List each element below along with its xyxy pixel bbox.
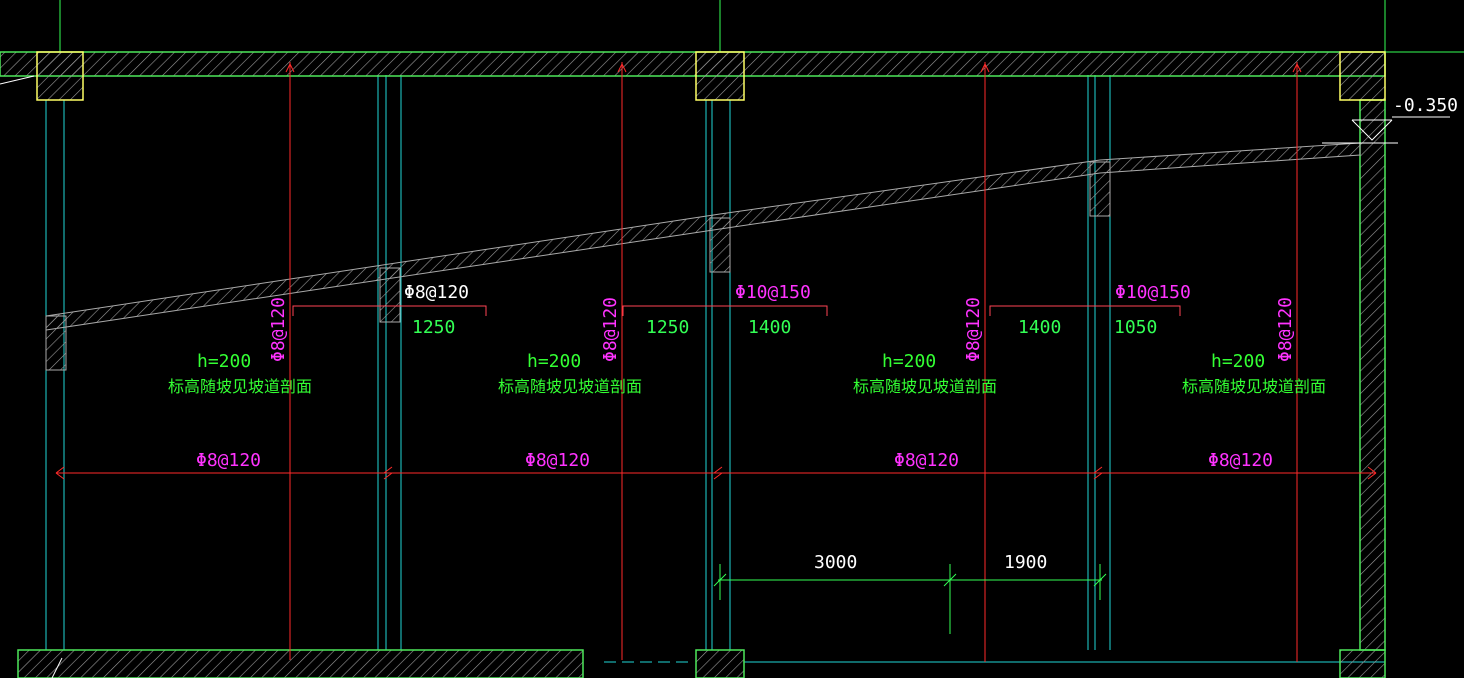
columns [36,51,1386,101]
top-rebar-brackets [292,305,1181,316]
top-rebar-label-3: Φ10@150 [1115,282,1191,303]
edge-fragment [0,75,35,85]
slab-thickness-4: h=200 [1211,351,1265,372]
top-rebar-label-2: Φ10@150 [735,282,811,303]
slab-note-2: 标高随坡见坡道剖面 [498,377,642,396]
elevation-label: -0.350 [1393,95,1458,116]
right-wall [1359,99,1386,651]
slab-thickness-2: h=200 [527,351,581,372]
top-rebar-length-2: 1250 [646,317,689,338]
top-rebar-length-1: 1250 [412,317,455,338]
slab-thickness-3: h=200 [882,351,936,372]
slab-thickness-1: h=200 [197,351,251,372]
vertical-rebar-lines [285,62,1302,662]
vertical-rebar-label-3: Φ8@120 [963,297,984,362]
horizontal-rebar-label-2: Φ8@120 [525,450,590,471]
top-rebar-label-1: Φ8@120 [404,282,469,303]
edge-fragment-bottom [51,657,63,678]
top-wall [0,51,1386,77]
slab-note-3: 标高随坡见坡道剖面 [853,377,997,396]
dimension-lines [713,564,1107,634]
horizontal-rebar-line [55,466,1377,480]
vertical-rebar-label-1: Φ8@120 [268,297,289,362]
dimension-text-1: 3000 [814,552,857,573]
elevation-marker [1322,116,1450,144]
slab-note-1: 标高随坡见坡道剖面 [168,377,312,396]
horizontal-rebar-label-4: Φ8@120 [1208,450,1273,471]
top-rebar-length-4: 1400 [1018,317,1061,338]
ramp-slab [45,142,1361,371]
top-rebar-length-3: 1400 [748,317,791,338]
bottom-wall [17,649,1386,678]
grid-lines [45,0,1464,678]
horizontal-rebar-label-3: Φ8@120 [894,450,959,471]
vertical-rebar-label-2: Φ8@120 [600,297,621,362]
dimension-text-2: 1900 [1004,552,1047,573]
top-rebar-length-5: 1050 [1114,317,1157,338]
horizontal-rebar-label-1: Φ8@120 [196,450,261,471]
slab-note-4: 标高随坡见坡道剖面 [1182,377,1326,396]
vertical-rebar-label-4: Φ8@120 [1275,297,1296,362]
